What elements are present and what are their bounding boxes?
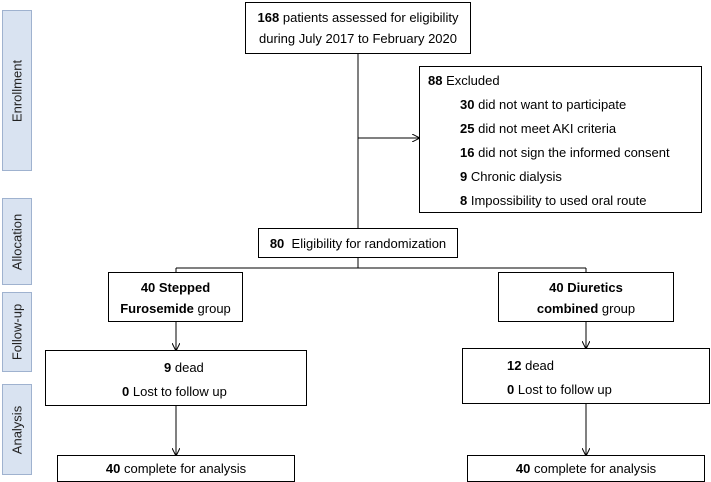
excluded-label: Excluded (446, 73, 500, 88)
lost-count: 0 (122, 384, 130, 399)
excluded-reason: 30 did not want to participate (460, 97, 627, 112)
excluded-count: 88 (428, 73, 443, 88)
dead-count: 9 (164, 360, 172, 375)
assessed-label: patients assessed for eligibility (282, 10, 459, 25)
lost-count: 0 (507, 382, 515, 397)
followup-box-stepped: 9 dead 0 Lost to follow up (45, 350, 307, 406)
phase-label-follow-up: Follow-up (2, 292, 32, 372)
randomization-box: 80 Eligibility for randomization (258, 228, 458, 258)
excluded-reason: 25 did not meet AKI criteria (460, 121, 617, 136)
excluded-box: 88 Excluded 30 did not want to participa… (419, 66, 702, 213)
phase-label-enrollment: Enrollment (2, 10, 32, 171)
phase-label-allocation: Allocation (2, 198, 32, 285)
randomization-label: Eligibility for randomization (291, 236, 447, 251)
assessed-box: 168 patients assessed for eligibility du… (245, 2, 471, 54)
analysis-box-combined: 40 complete for analysis (467, 455, 705, 482)
excluded-reason: 9 Chronic dialysis (460, 169, 562, 184)
randomization-count: 80 (269, 236, 285, 251)
phase-label-analysis: Analysis (2, 384, 32, 475)
analysis-box-stepped: 40 complete for analysis (57, 455, 295, 482)
assessed-count: 168 (257, 10, 280, 25)
arm-group-box-combined: 40 Diuretics combined group (498, 272, 674, 322)
analysis-count: 40 (105, 461, 121, 476)
arm-group-box-stepped: 40 Stepped Furosemide group (108, 272, 243, 322)
arm-group-title: 40 Stepped (140, 280, 211, 295)
analysis-count: 40 (515, 461, 531, 476)
assessed-period: during July 2017 to February 2020 (258, 31, 457, 46)
excluded-reason: 16 did not sign the informed consent (460, 145, 670, 160)
arm-group-title: 40 Diuretics (549, 280, 623, 295)
excluded-reason: 8 Impossibility to used oral route (460, 193, 647, 208)
followup-box-combined: 12 dead 0 Lost to follow up (462, 348, 710, 404)
dead-count: 12 (507, 358, 522, 373)
